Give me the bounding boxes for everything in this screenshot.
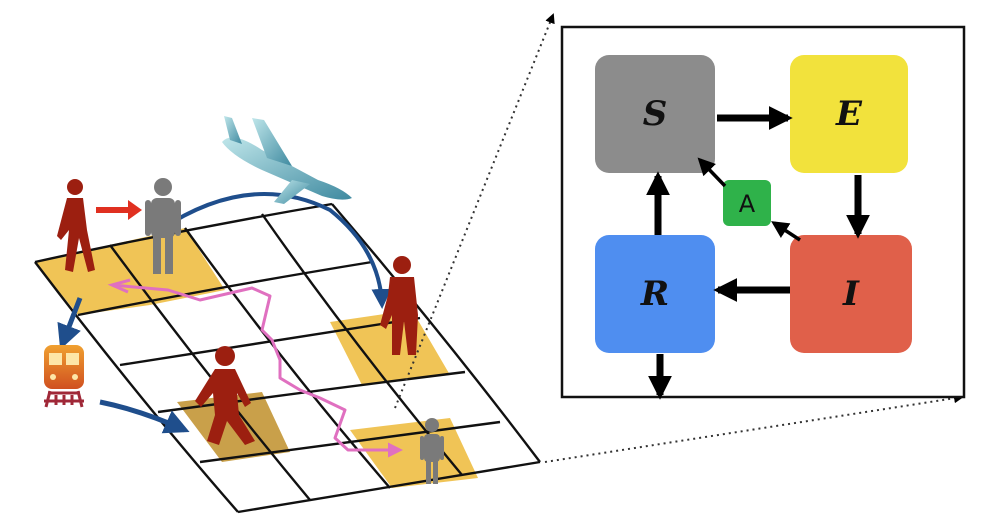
infection-arrow-head	[128, 200, 142, 220]
airplane-icon	[222, 116, 352, 204]
person-icon-walking-center	[195, 346, 255, 445]
compartment-a-box	[723, 180, 771, 226]
rail-arrow-right	[99, 399, 190, 434]
compartment-a-label: A	[739, 190, 756, 218]
person-icon-gray-bottom	[420, 418, 444, 484]
compartment-s-box	[595, 55, 715, 173]
train-icon	[44, 345, 84, 408]
flow-arrow-i-to-a	[771, 221, 801, 242]
person-icon-gray-top	[145, 178, 181, 274]
compartment-e-box	[790, 55, 908, 173]
compartment-r-box	[595, 235, 715, 353]
compartment-s-label: S	[643, 94, 668, 134]
cell-highlight-bottom	[350, 418, 478, 488]
zoom-line-bottom	[544, 393, 964, 463]
compartment-model-panel: S E R I A	[560, 25, 966, 400]
cell-highlight-right	[330, 310, 450, 385]
zoom-line-top	[394, 13, 555, 409]
rail-arrow-down	[57, 297, 83, 350]
compartment-e-label: E	[835, 94, 863, 134]
spatial-grid	[34, 202, 541, 514]
movement-path-arrowhead-start	[107, 278, 131, 294]
movement-path	[111, 283, 403, 458]
highlighted-cells	[35, 228, 478, 488]
flow-arrow-a-to-s	[697, 157, 727, 188]
person-icon-standing-right	[380, 256, 418, 355]
compartment-r-label: R	[640, 274, 669, 314]
compartment-i-label: I	[842, 274, 860, 314]
flight-arc	[158, 192, 392, 309]
person-icon-walking-home	[57, 179, 95, 272]
compartment-i-box	[790, 235, 912, 353]
cell-highlight-home	[35, 245, 150, 315]
